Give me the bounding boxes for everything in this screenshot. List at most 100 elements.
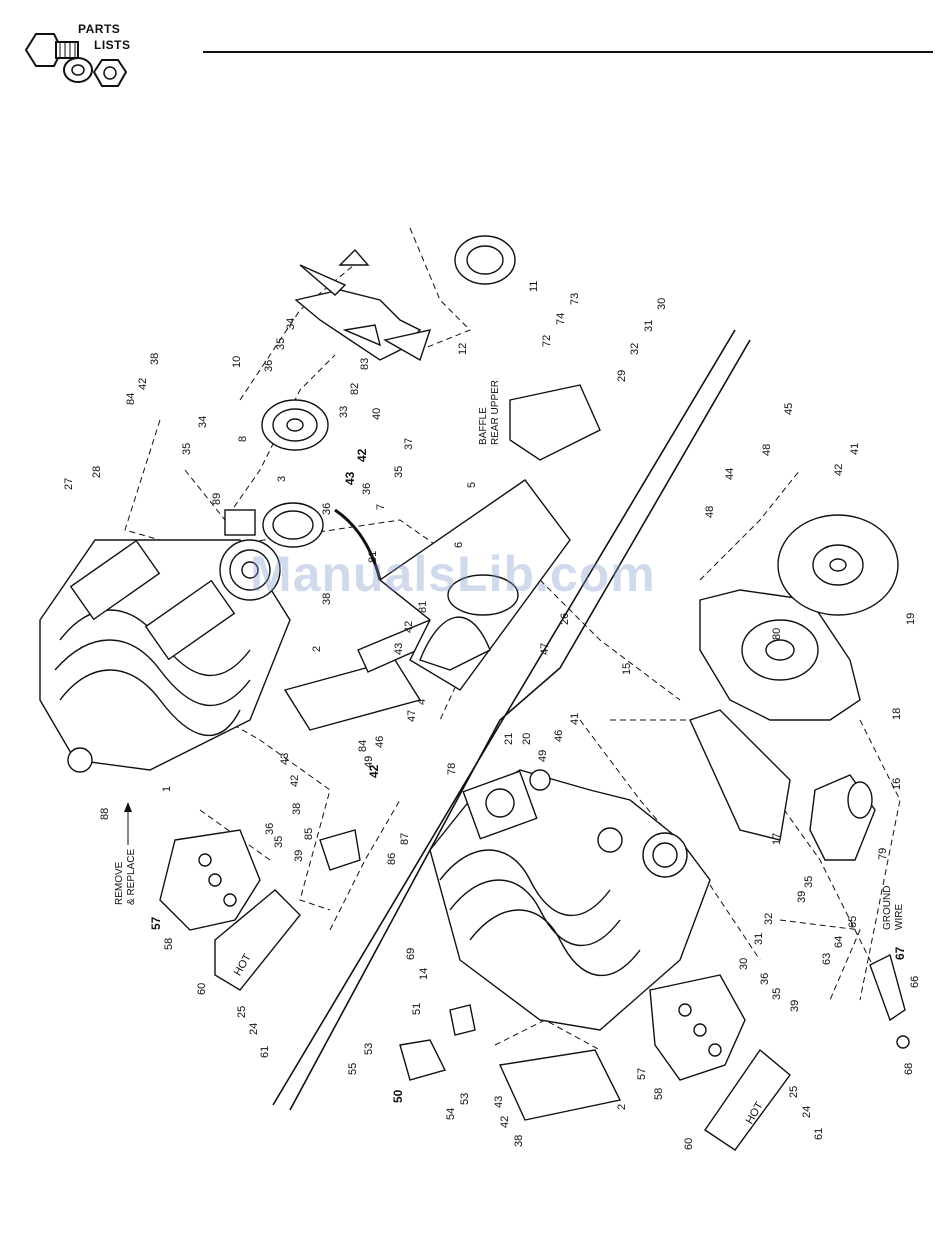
label-46b: 46 [553,730,565,742]
label-33: 33 [338,406,350,418]
label-84b: 84 [357,740,369,752]
label-3: 3 [276,476,288,482]
label-35f: 35 [771,988,783,1000]
label-35e: 35 [803,876,815,888]
label-35b: 35 [181,443,193,455]
label-40: 40 [371,408,383,420]
label-30a: 30 [656,298,668,310]
label-39a: 39 [293,850,305,862]
label-14: 14 [418,968,430,980]
label-34a: 34 [285,318,297,330]
label-15: 15 [621,663,633,675]
label-10: 10 [231,356,243,368]
label-35d: 35 [273,836,285,848]
label-25b: 25 [788,1086,800,1098]
label-42c: 42 [403,621,415,633]
label-78: 78 [446,763,458,775]
label-48a: 48 [761,444,773,456]
watermark: ManualsLib.com [250,546,656,602]
callout-labels: 1 2 2 3 4 5 6 7 8 10 11 12 14 15 16 17 1… [63,281,921,1150]
label-7: 7 [375,504,387,510]
label-27: 27 [63,478,75,490]
remove-replace-note-line2: & REPLACE [126,849,137,905]
label-21: 21 [503,733,515,745]
label-26: 26 [559,613,571,625]
label-68: 68 [903,1063,915,1075]
label-81b: 81 [417,601,429,613]
label-41b: 41 [849,443,861,455]
label-58b: 58 [653,1088,665,1100]
label-38a: 38 [149,353,161,365]
label-42b: 42 [355,448,369,462]
label-35a: 35 [275,338,287,350]
label-38c: 38 [291,803,303,815]
label-61b: 61 [813,1128,825,1140]
upper-brackets [283,384,601,871]
label-11: 11 [528,281,540,292]
label-38b: 38 [321,593,333,605]
label-49b: 49 [537,750,549,762]
bolt-nut-washer-icon [24,33,128,87]
label-30b: 30 [738,958,750,970]
label-43d: 43 [493,1096,505,1108]
lower-exhaust-manifold [649,974,791,1151]
ground-wire-note-line1: GROUND [882,886,893,930]
label-1: 1 [161,786,173,792]
label-39c: 39 [789,1000,801,1012]
label-51: 51 [411,1003,423,1015]
label-83: 83 [359,358,371,370]
logo-lists-text: LISTS [94,38,131,52]
upper-pulleys-fan [224,235,516,548]
baffle-note-line1: BAFFLE [478,407,489,445]
label-42a: 42 [137,378,149,390]
divider-lines [272,329,751,1111]
label-81a: 81 [367,551,379,563]
label-42f: 42 [499,1116,511,1128]
label-31b: 31 [753,933,765,945]
label-72: 72 [541,335,553,347]
label-36a: 36 [263,360,275,372]
label-63: 63 [821,953,833,965]
label-46a: 46 [374,736,386,748]
ground-wire-note-line2: WIRE [894,904,905,930]
label-47b: 47 [539,643,551,655]
label-20: 20 [521,733,533,745]
label-53b: 53 [459,1093,471,1105]
label-42e: 42 [367,764,381,778]
label-4: 4 [416,699,428,705]
label-31a: 31 [643,320,655,332]
label-29: 29 [616,370,628,382]
label-87: 87 [399,833,411,845]
label-48b: 48 [704,506,716,518]
label-66: 66 [909,976,921,988]
label-85: 85 [303,828,315,840]
label-57a: 57 [149,916,163,930]
parts-lists-logo: PARTS LISTS [22,20,132,100]
flywheel-housing [689,514,899,841]
label-36d: 36 [264,823,276,835]
label-60b: 60 [683,1138,695,1150]
label-36c: 36 [361,483,373,495]
label-38d: 38 [513,1135,525,1147]
label-82: 82 [349,383,361,395]
label-37: 37 [403,438,415,450]
label-84a: 84 [125,393,137,405]
label-88: 88 [99,808,111,820]
lower-engine-block [429,769,711,1031]
label-2b: 2 [616,1104,628,1110]
label-53a: 53 [363,1043,375,1055]
upper-exhaust-manifold [159,829,301,991]
label-44: 44 [724,468,736,480]
label-39b: 39 [796,891,808,903]
label-42d: 42 [289,775,301,787]
label-12: 12 [457,343,469,355]
label-45: 45 [783,403,795,415]
label-18: 18 [891,708,903,720]
label-19: 19 [905,613,917,625]
label-58a: 58 [163,938,175,950]
label-65: 65 [847,916,859,928]
label-73: 73 [569,293,581,305]
label-69: 69 [405,948,417,960]
label-28: 28 [91,466,103,478]
